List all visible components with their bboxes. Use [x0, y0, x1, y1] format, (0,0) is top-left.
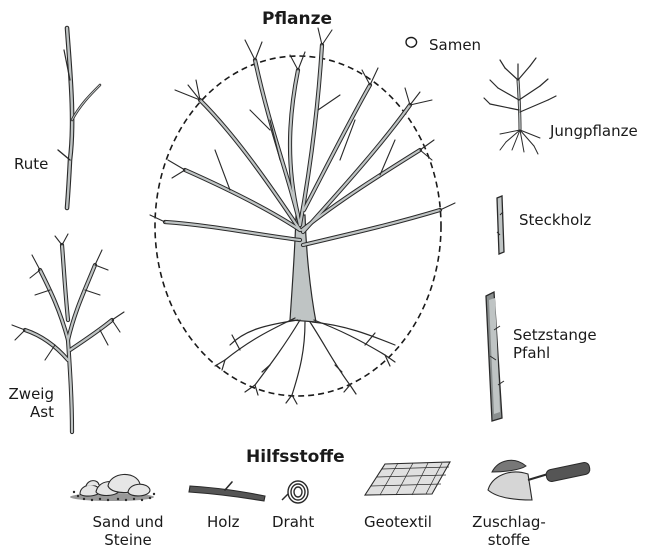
- sand-and-stones-icon: [70, 474, 155, 501]
- seed-icon: [406, 38, 417, 48]
- wire-icon: [282, 481, 308, 503]
- sand-line-2: Steine: [78, 531, 178, 549]
- zuschlag-line-1: Zuschlag-: [464, 513, 554, 531]
- trowel-icon: [488, 460, 591, 500]
- young-plant-icon: [484, 58, 556, 154]
- holz-label: Holz: [207, 513, 240, 531]
- steckholz-label: Steckholz: [519, 211, 591, 229]
- zuschlag-line-2: stoffe: [464, 531, 554, 549]
- sand-label: Sand und Steine: [78, 513, 178, 549]
- setzstange-line-1: Setzstange: [513, 326, 597, 344]
- rute-label: Rute: [14, 155, 48, 173]
- zweig-line-2: Ast: [6, 403, 54, 421]
- setzstange-line-2: Pfahl: [513, 344, 597, 362]
- wood-icon: [189, 482, 265, 501]
- jungpflanze-label: Jungpflanze: [550, 122, 638, 140]
- pole-icon: [486, 292, 504, 421]
- sand-line-1: Sand und: [78, 513, 178, 531]
- aids-heading: Hilfsstoffe: [246, 447, 345, 467]
- plant-heading: Pflanze: [262, 9, 332, 29]
- rod-icon: [58, 28, 100, 208]
- zweig-ast-label: Zweig Ast: [6, 385, 54, 421]
- geotextil-label: Geotextil: [364, 513, 432, 531]
- zuschlag-label: Zuschlag- stoffe: [464, 513, 554, 549]
- setzstange-label: Setzstange Pfahl: [513, 326, 597, 362]
- zweig-line-1: Zweig: [6, 385, 54, 403]
- tree-illustration: [150, 28, 455, 404]
- samen-label: Samen: [429, 36, 481, 54]
- cutting-icon: [497, 196, 504, 254]
- draht-label: Draht: [272, 513, 314, 531]
- geotextile-icon: [365, 462, 450, 495]
